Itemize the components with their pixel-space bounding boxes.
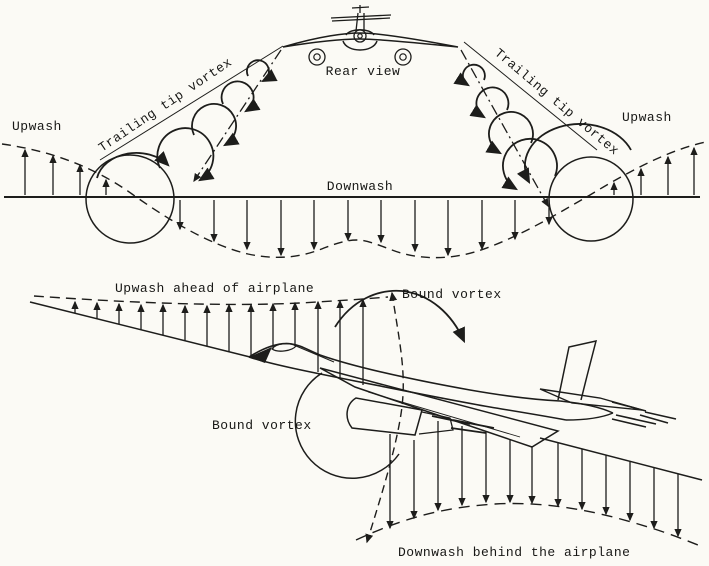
airplane-side-view [248,340,677,448]
tail-fin [557,340,598,401]
flightpath-line-ahead [29,301,251,358]
bound-vortex-circle [294,372,400,479]
upwash-right-label: Upwash [622,110,672,125]
tailpipe [559,400,614,421]
tail-exhaust-lines [611,414,657,428]
bound-vortex-top-label: Bound vortex [402,287,502,302]
upwash-arrows-left [21,148,110,195]
upwash-ahead-envelope [33,295,389,306]
nacelle-exhaust-lines [431,415,495,434]
downwash-behind-arrows [386,421,682,538]
vortex-coils-right [453,63,632,191]
wash-envelope-curve [1,141,707,259]
right-vortex-circle [548,156,634,242]
nose-fill [249,347,272,363]
bound-vortex-arc [334,289,465,344]
nacelle-rear [418,411,454,435]
upwash-ahead-label: Upwash ahead of airplane [115,281,314,296]
top-diagram: Upwash Upwash Downwash Rear view Trailin… [1,5,707,259]
fuselage-top [248,342,561,402]
wake-line-behind [539,437,703,481]
trailing-vortex-axis-right [460,49,549,208]
rear-view-label: Rear view [326,64,401,79]
upwash-left-label: Upwash [12,119,62,134]
wing [319,367,560,448]
bound-vortex-side-label: Bound vortex [212,418,312,433]
vortex-tube-edge-left [99,45,284,161]
vortex-coils-left [96,59,278,182]
nacelle [346,397,423,436]
downwash-behind-envelope [355,502,704,548]
vortex-tube-edge-right [463,41,598,151]
cockpit-frame-line [295,345,335,363]
bottom-diagram: Upwash ahead of airplane Bound vortex Bo… [29,281,704,560]
rear-view-airplane [282,5,459,66]
bound-vortex-axis [365,291,404,544]
downwash-behind-label: Downwash behind the airplane [398,545,630,560]
wing-flap-line [367,391,521,438]
downwash-label: Downwash [327,179,393,194]
left-vortex-circle [85,154,175,244]
downwash-arrows [176,200,553,257]
upwash-ahead-arrows [71,298,367,385]
stabilizer [539,388,643,411]
stabilizer-speed-lines [611,401,677,424]
trailing-tip-vortex-left-label: Trailing tip vortex [96,55,235,156]
trailing-tip-vortex-right-label: Trailing tip vortex [491,46,621,159]
upwash-arrows-right [610,146,698,195]
